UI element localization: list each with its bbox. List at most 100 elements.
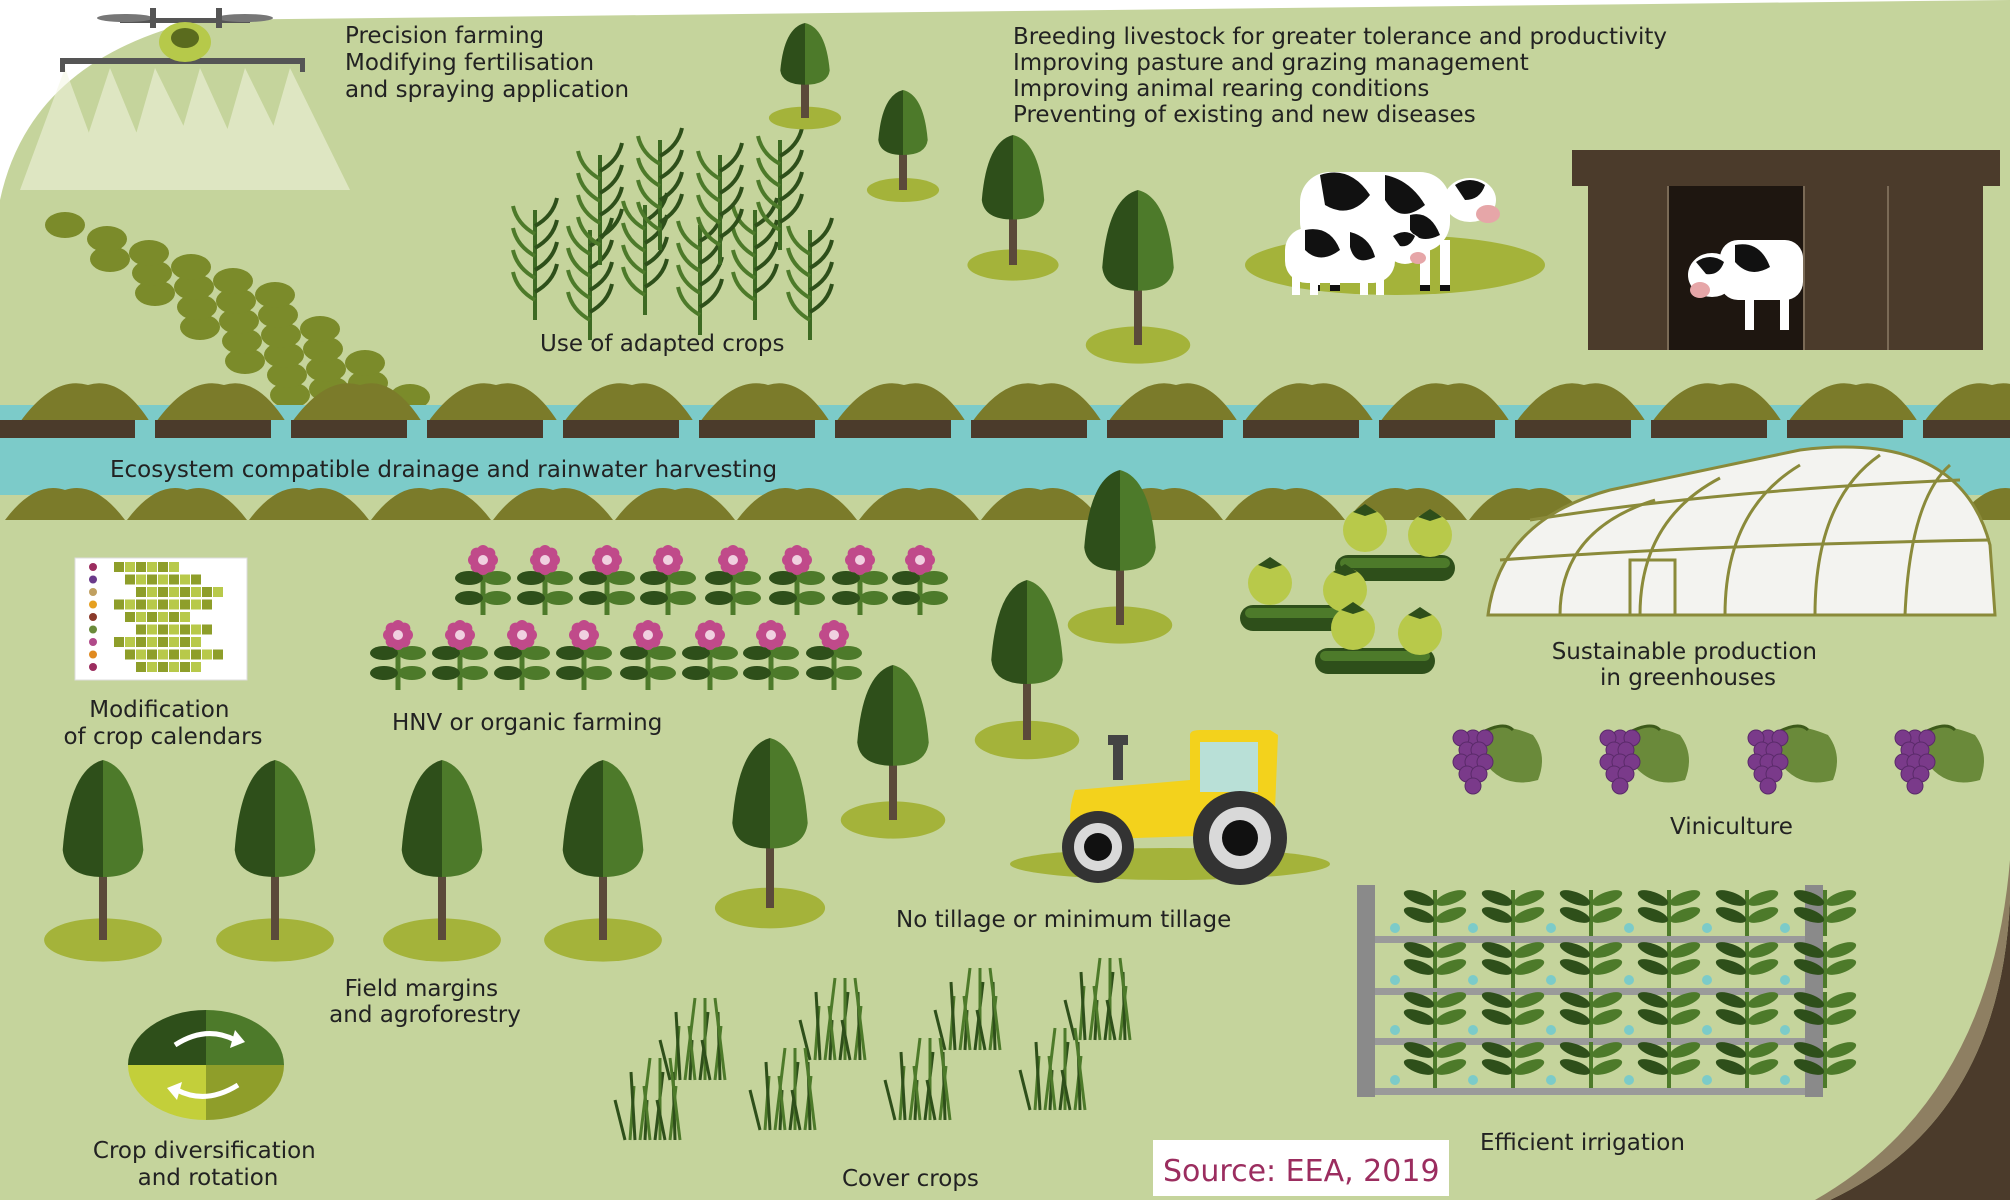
tree-margin-3	[383, 760, 501, 962]
vegetable-patch	[1240, 504, 1455, 674]
irrigated-plant	[1780, 1042, 1857, 1088]
flower	[620, 620, 676, 690]
irrigated-plant	[1546, 942, 1623, 988]
grape-vine	[1452, 724, 1542, 795]
irrigated-plant	[1468, 992, 1545, 1038]
hnv-label: HNV or organic farming	[392, 710, 662, 736]
flower	[579, 545, 635, 615]
soil-edge	[1830, 900, 2010, 1200]
corn-plant	[636, 127, 684, 250]
field-margins-line-2: and agroforestry	[329, 1002, 521, 1028]
livestock-line-2: Improving pasture and grazing management	[1013, 50, 1529, 76]
viniculture-label: Viniculture	[1670, 814, 1793, 840]
flower	[370, 620, 426, 690]
irrigated-plant	[1390, 942, 1467, 988]
grape-vine	[1599, 724, 1689, 795]
barn	[1572, 150, 2000, 350]
irrigated-plant	[1702, 992, 1779, 1038]
flower	[769, 545, 825, 615]
field-margins-line-1: Field margins	[345, 976, 499, 1002]
tree-mid-4	[714, 738, 826, 929]
flower	[832, 545, 888, 615]
crop-calendars-label: Modification of crop calendars	[63, 697, 262, 750]
precision-line-3: and spraying application	[345, 77, 629, 103]
irrigated-plant	[1546, 1042, 1623, 1088]
livestock-line-4: Preventing of existing and new diseases	[1013, 102, 1476, 128]
soil-edge-light	[1815, 860, 2010, 1200]
precision-farming-field	[20, 8, 436, 450]
greenhouses-label: Sustainable production in greenhouses	[1552, 639, 1825, 691]
greenhouse	[1486, 445, 1997, 617]
crop-rotation-circle	[128, 1010, 284, 1120]
crop-calendars-line-1: Modification	[89, 697, 229, 723]
source-label: Source: EEA, 2019	[1163, 1154, 1440, 1189]
corn-plant	[731, 197, 779, 320]
irrigated-plant	[1780, 890, 1857, 936]
flower	[556, 620, 612, 690]
hnv-flowers	[370, 545, 948, 690]
livestock-line-3: Improving animal rearing conditions	[1013, 76, 1429, 102]
irrigated-plant	[1702, 890, 1779, 936]
tree-top-4	[1085, 190, 1191, 364]
drainage-label: Ecosystem compatible drainage and rainwa…	[110, 457, 777, 483]
crop-rotation-line-1: Crop diversification	[93, 1138, 316, 1164]
cow-in-barn	[1688, 240, 1803, 330]
irrigated-plant	[1702, 1042, 1779, 1088]
corn-plant	[786, 217, 834, 340]
irrigated-plant	[1390, 890, 1467, 936]
flower	[517, 545, 573, 615]
no-tillage-label: No tillage or minimum tillage	[896, 907, 1231, 933]
corn-plant	[576, 142, 624, 265]
irrigated-plant	[1468, 942, 1545, 988]
cover-crops-grass	[613, 957, 1132, 1141]
viniculture-grapes	[1452, 724, 1984, 795]
crop-rotation-label: Crop diversification and rotation	[93, 1138, 323, 1191]
irrigated-plant	[1390, 992, 1467, 1038]
flower	[806, 620, 862, 690]
tree-top-2	[866, 90, 940, 202]
tree-top-3	[967, 135, 1059, 281]
tree-margin-1	[44, 760, 162, 962]
drone	[60, 8, 305, 72]
irrigated-plant	[1468, 1042, 1545, 1088]
precision-line-1: Precision farming	[345, 23, 544, 49]
trees-top	[768, 23, 1191, 364]
flower	[432, 620, 488, 690]
tractor	[1010, 730, 1330, 885]
livestock-line-1: Breeding livestock for greater tolerance…	[1013, 24, 1667, 50]
corn-plant	[696, 142, 744, 265]
irrigated-plant	[1390, 1042, 1467, 1088]
grape-vine	[1747, 724, 1837, 795]
precision-farming-label: Precision farming Modifying fertilisatio…	[345, 23, 629, 103]
drainage-canal	[0, 383, 2010, 520]
tree-top-1	[768, 23, 842, 130]
field-margins-label: Field margins and agroforestry	[329, 976, 521, 1028]
irrigated-plant	[1624, 942, 1701, 988]
trees-field-margins	[44, 760, 662, 962]
irrigation-rack	[1357, 885, 1857, 1097]
irrigated-plant	[1468, 890, 1545, 936]
adapted-crops-corn	[511, 127, 834, 340]
tree-mid-2	[974, 580, 1080, 760]
precision-line-2: Modifying fertilisation	[345, 50, 594, 76]
crop-calendars-line-2: of crop calendars	[63, 724, 262, 750]
irrigated-plant	[1780, 992, 1857, 1038]
irrigated-plant	[1546, 992, 1623, 1038]
corn-plant	[566, 217, 614, 340]
tree-mid-3	[840, 665, 946, 839]
cover-crops-label: Cover crops	[842, 1166, 979, 1192]
crop-rotation-line-2: and rotation	[138, 1165, 279, 1191]
irrigated-plant	[1702, 942, 1779, 988]
cows-pasture	[1245, 172, 1545, 295]
crop-calendar-chart	[74, 557, 248, 681]
tree-margin-4	[544, 760, 662, 962]
irrigated-plant	[1546, 890, 1623, 936]
flower	[892, 545, 948, 615]
flower	[705, 545, 761, 615]
flower	[640, 545, 696, 615]
irrigated-plant	[1624, 992, 1701, 1038]
flower	[455, 545, 511, 615]
irrigated-plant	[1624, 1042, 1701, 1088]
